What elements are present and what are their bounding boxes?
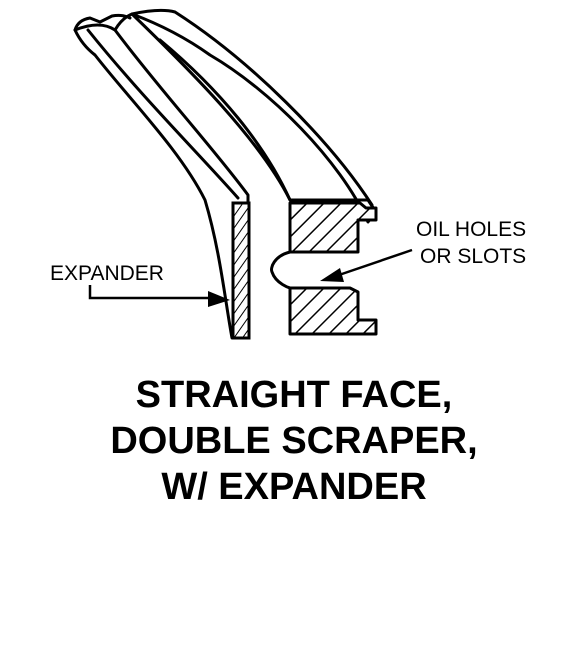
oil-holes-label-line2: OR SLOTS bbox=[420, 245, 526, 268]
expander-label: EXPANDER bbox=[50, 262, 164, 285]
caption-line-1: STRAIGHT FACE, bbox=[135, 374, 453, 416]
expander-band bbox=[73, 23, 250, 340]
caption-line-2: DOUBLE SCRAPER, bbox=[110, 420, 478, 462]
piston-ring-diagram: EXPANDER OIL HOLES OR SLOTS bbox=[50, 8, 526, 340]
expander-band-inner-edge bbox=[86, 28, 240, 200]
oil-slot-back bbox=[248, 203, 290, 338]
caption-line-3: W/ EXPANDER bbox=[161, 466, 427, 508]
ring-body-mid-curve bbox=[158, 38, 292, 202]
expander-arrowhead bbox=[208, 291, 230, 307]
diagram-caption: STRAIGHT FACE, DOUBLE SCRAPER, W/ EXPAND… bbox=[0, 372, 588, 510]
oil-holes-arrowhead bbox=[320, 268, 344, 282]
ring-body-top-edge bbox=[130, 8, 374, 207]
ring-torn-edge bbox=[73, 13, 132, 32]
expander-leader bbox=[88, 285, 208, 300]
expander-cross-section bbox=[231, 201, 251, 340]
ring-lower-rail bbox=[288, 286, 378, 336]
oil-holes-label-line1: OIL HOLES bbox=[416, 218, 526, 241]
oil-holes-leader bbox=[335, 248, 413, 278]
ring-upper-rail bbox=[288, 201, 378, 254]
oil-groove bbox=[270, 250, 291, 290]
